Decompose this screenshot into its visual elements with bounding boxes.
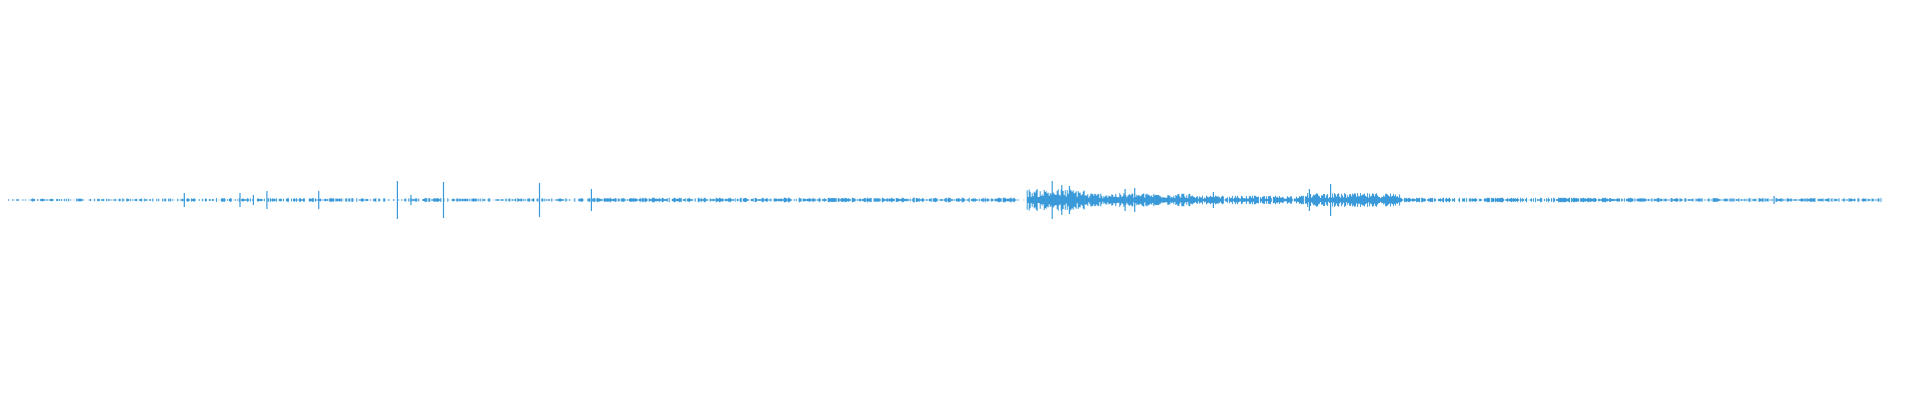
audio-waveform[interactable] [0,0,1920,400]
waveform-view[interactable] [0,0,1920,400]
